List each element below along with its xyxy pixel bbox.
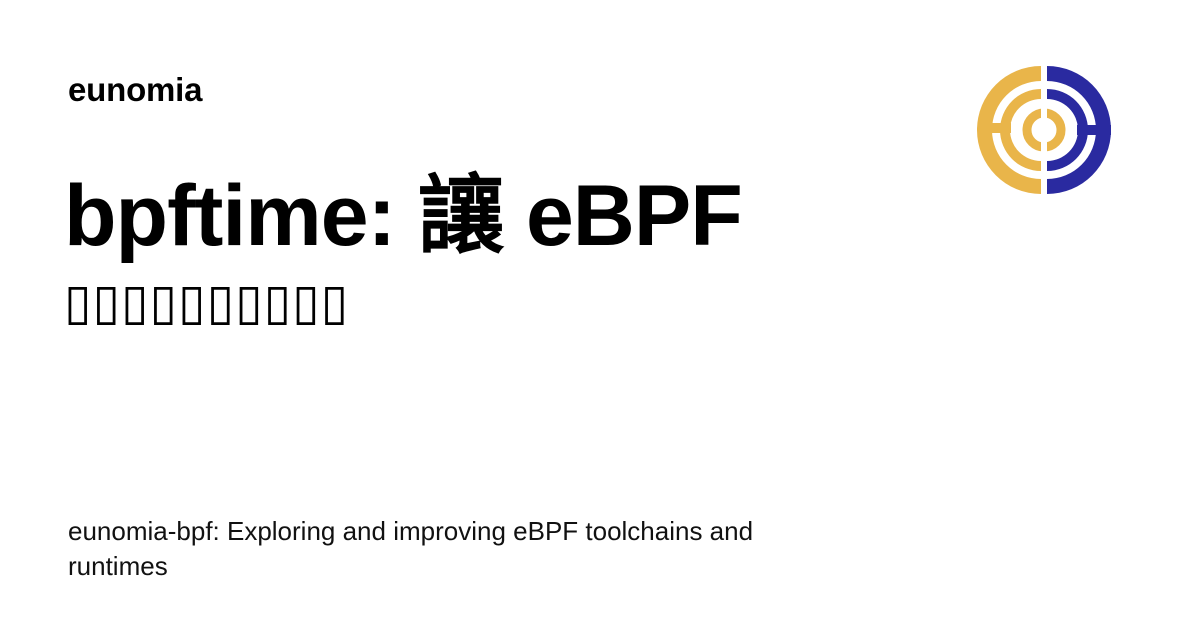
article-title-line-2: ▯▯▯▯▯▯▯▯▯▯ xyxy=(64,274,350,330)
logo-outer-left-arc xyxy=(977,66,1041,194)
article-title: bpftime: 讓 eBPF ▯▯▯▯▯▯▯▯▯▯ xyxy=(64,168,844,334)
eunomia-logo-icon xyxy=(977,63,1111,197)
site-name: eunomia xyxy=(68,71,203,108)
logo-outer-right-arc xyxy=(1047,66,1111,194)
logo-middle-left-arc xyxy=(1000,89,1041,171)
logo-middle-right-arc xyxy=(1047,89,1088,171)
article-description: eunomia-bpf: Exploring and improving eBP… xyxy=(68,516,754,581)
logo-left-spoke xyxy=(989,123,1011,133)
logo-right-spoke xyxy=(1077,125,1111,135)
article-title-line-1: bpftime: 讓 eBPF xyxy=(64,168,743,264)
